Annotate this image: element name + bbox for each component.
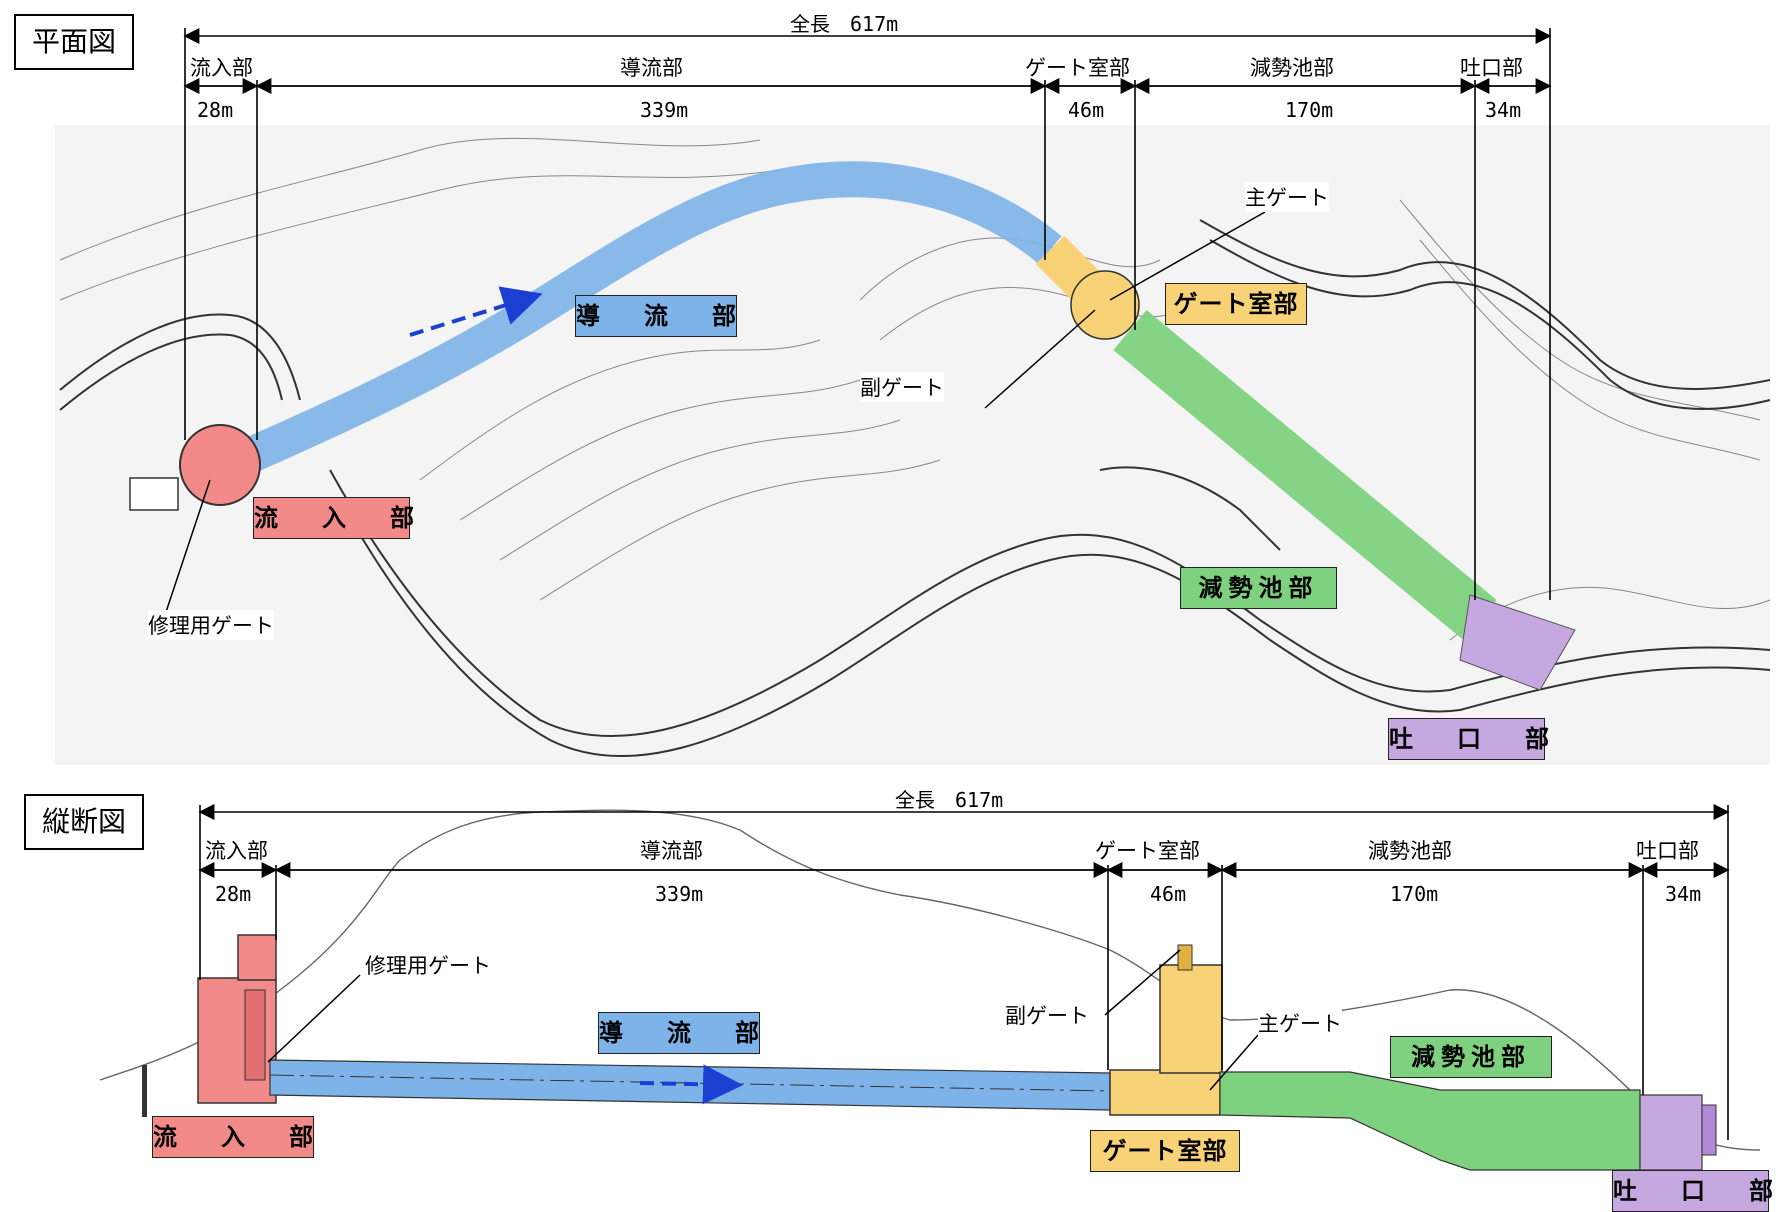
profile-section-length-gate-room: 46m (1150, 882, 1187, 906)
profile-section-name-outlet: 吐口部 (1636, 839, 1699, 863)
plan-section-name-channel: 導流部 (620, 56, 683, 80)
plan-dimensions (183, 28, 1552, 600)
profile-section-name-gate-room: ゲート室部 (1095, 839, 1200, 863)
plan-map (55, 125, 1771, 765)
profile-section-name-stilling-basin: 減勢池部 (1368, 839, 1452, 863)
profile-callout-repair-gate: 修理用ゲート (365, 950, 491, 980)
profile-callout-sub-gate: 副ゲート (1005, 1000, 1089, 1030)
profile-section-length-inlet: 28m (215, 882, 252, 906)
profile-section-name-inlet: 流入部 (205, 839, 268, 863)
profile-label-stilling-basin: 減勢池部 (1390, 1036, 1552, 1078)
plan-section-name-inlet: 流入部 (190, 56, 253, 80)
profile-label-channel: 導 流 部 (598, 1012, 760, 1054)
plan-section-length-gate-room: 46m (1068, 98, 1105, 122)
plan-section-name-outlet: 吐口部 (1460, 56, 1523, 80)
plan-section-length-outlet: 34m (1485, 98, 1522, 122)
plan-section-length-stilling-basin: 170m (1285, 98, 1334, 122)
profile-total-length: 全長 617m (895, 788, 1004, 812)
profile-section-length-channel: 339m (655, 882, 704, 906)
plan-callout-sub-gate: 副ゲート (860, 372, 944, 402)
plan-section-length-channel: 339m (640, 98, 689, 122)
plan-section-name-gate-room: ゲート室部 (1025, 56, 1130, 80)
profile-section-length-outlet: 34m (1665, 882, 1702, 906)
plan-label-outlet: 吐 口 部 (1388, 718, 1549, 760)
profile-section-name-channel: 導流部 (640, 839, 703, 863)
plan-view-title: 平面図 (14, 14, 135, 70)
plan-label-channel: 導 流 部 (575, 295, 737, 337)
profile-callout-main-gate: 主ゲート (1258, 1008, 1342, 1038)
profile-label-gate-room: ゲート室部 (1090, 1130, 1240, 1172)
plan-section-name-stilling-basin: 減勢池部 (1250, 56, 1334, 80)
plan-label-gate-room: ゲート室部 (1165, 283, 1307, 325)
plan-label-inlet: 流 入 部 (253, 497, 414, 539)
plan-section-length-inlet: 28m (197, 98, 234, 122)
plan-label-stilling-basin: 減勢池部 (1180, 567, 1337, 609)
plan-callout-repair-gate: 修理用ゲート (148, 610, 274, 640)
profile-drawing (99, 809, 1761, 1171)
profile-view-title: 縦断図 (24, 794, 145, 850)
profile-section-length-stilling-basin: 170m (1390, 882, 1439, 906)
profile-label-outlet: 吐 口 部 (1612, 1170, 1773, 1212)
plan-total-length: 全長 617m (790, 12, 899, 36)
profile-label-inlet: 流 入 部 (152, 1116, 314, 1158)
plan-callout-main-gate: 主ゲート (1245, 182, 1329, 212)
profile-dimensions (198, 804, 1730, 1140)
